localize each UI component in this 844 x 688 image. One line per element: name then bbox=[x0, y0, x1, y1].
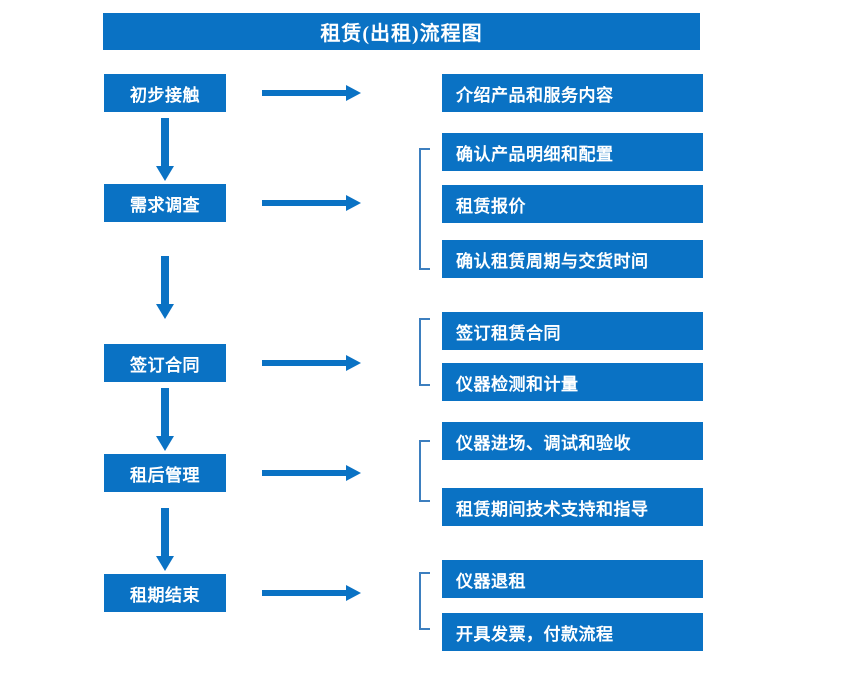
detail-box-4[interactable]: 确认租赁周期与交货时间 bbox=[442, 240, 703, 278]
horizontal-arrow-icon-2 bbox=[262, 194, 362, 212]
group-bracket-4 bbox=[419, 572, 430, 630]
stage-box-1[interactable]: 初步接触 bbox=[104, 74, 226, 112]
stage-box-3[interactable]: 签订合同 bbox=[104, 344, 226, 382]
vertical-arrow-icon-1 bbox=[154, 118, 176, 182]
vertical-arrow-icon-4 bbox=[154, 508, 176, 572]
horizontal-arrow-icon-5 bbox=[262, 584, 362, 602]
detail-box-6[interactable]: 仪器检测和计量 bbox=[442, 363, 703, 401]
vertical-arrow-icon-3 bbox=[154, 388, 176, 452]
group-bracket-1 bbox=[419, 148, 430, 270]
stage-box-5[interactable]: 租期结束 bbox=[104, 574, 226, 612]
horizontal-arrow-icon-3 bbox=[262, 354, 362, 372]
detail-box-8[interactable]: 租赁期间技术支持和指导 bbox=[442, 488, 703, 526]
detail-box-2[interactable]: 确认产品明细和配置 bbox=[442, 133, 703, 171]
detail-box-3[interactable]: 租赁报价 bbox=[442, 185, 703, 223]
detail-box-1[interactable]: 介绍产品和服务内容 bbox=[442, 74, 703, 112]
horizontal-arrow-icon-1 bbox=[262, 84, 362, 102]
stage-box-4[interactable]: 租后管理 bbox=[104, 454, 226, 492]
detail-box-5[interactable]: 签订租赁合同 bbox=[442, 312, 703, 350]
detail-box-7[interactable]: 仪器进场、调试和验收 bbox=[442, 422, 703, 460]
group-bracket-2 bbox=[419, 318, 430, 386]
stage-box-2[interactable]: 需求调查 bbox=[104, 184, 226, 222]
detail-box-10[interactable]: 开具发票，付款流程 bbox=[442, 613, 703, 651]
group-bracket-3 bbox=[419, 440, 430, 502]
horizontal-arrow-icon-4 bbox=[262, 464, 362, 482]
page-title: 租赁(出租)流程图 bbox=[103, 13, 700, 50]
detail-box-9[interactable]: 仪器退租 bbox=[442, 560, 703, 598]
vertical-arrow-icon-2 bbox=[154, 256, 176, 320]
